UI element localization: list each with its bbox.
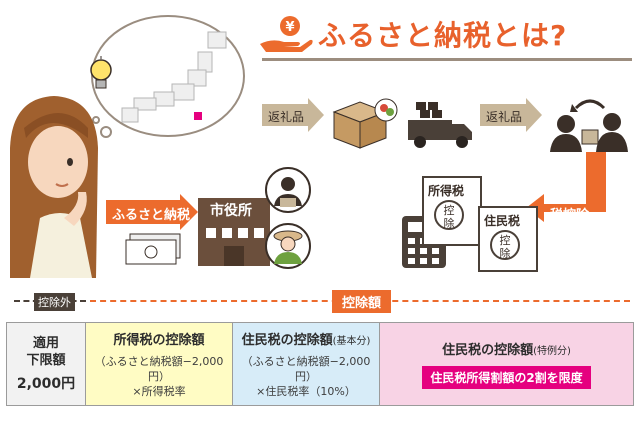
column-juminzei-basic: 住民税の控除額(基本分) （ふるさと納税額−2,000円） ×住民税率（10%） bbox=[232, 322, 380, 406]
japan-map-icon bbox=[112, 30, 232, 130]
juminzei-basic-head: 住民税の控除額 bbox=[241, 333, 333, 348]
henreihin-label-2: 返礼品 bbox=[486, 110, 523, 124]
gift-box-produce-icon bbox=[330, 94, 400, 150]
henreihin-arrow-2 bbox=[480, 98, 542, 132]
delivery-truck-icon bbox=[406, 100, 474, 150]
juminzei-special-note: (特例分) bbox=[533, 346, 571, 357]
column-shotokuzei: 所得税の控除額 （ふるさと納税額−2,000円） ×所得税率 bbox=[85, 322, 233, 406]
farmer-icon bbox=[264, 222, 312, 270]
furusato-label: ふるさと納税 bbox=[112, 208, 191, 223]
city-hall-building-icon bbox=[194, 196, 274, 268]
henreihin-label-1: 返礼品 bbox=[268, 110, 305, 124]
hand-coin-icon: ¥ bbox=[258, 14, 314, 54]
furusato-arrow bbox=[106, 194, 198, 230]
shotokuzei-formula-2: ×所得税率 bbox=[132, 385, 186, 398]
lightbulb-icon bbox=[88, 56, 114, 96]
zeikoujo-arrow bbox=[526, 152, 612, 230]
juminzei-label: 住民税 bbox=[484, 214, 521, 228]
koujo-stamp-2-text: 控除 bbox=[499, 234, 511, 260]
lower-limit-head: 適用 下限額 bbox=[26, 336, 66, 368]
svg-text:¥: ¥ bbox=[285, 20, 294, 35]
thought-bubble bbox=[76, 10, 248, 140]
shotokuzei-label: 所得税 bbox=[428, 184, 465, 198]
column-juminzei-special: 住民税の控除額(特例分) 住民税所得割額の2割を限度 bbox=[379, 322, 634, 406]
shotokuzei-head: 所得税の控除額 bbox=[113, 333, 205, 348]
henreihin-arrow-1 bbox=[262, 98, 324, 132]
koujo-stamp-2: 控除 bbox=[490, 230, 520, 260]
lower-limit-value: 2,000円 bbox=[16, 376, 76, 392]
juminzei-basic-note: (基本分) bbox=[332, 336, 371, 347]
zeikoujo-label: 税控除 bbox=[550, 208, 590, 223]
deduction-table: 適用 下限額 2,000円 所得税の控除額 （ふるさと納税額−2,000円） ×… bbox=[6, 322, 634, 406]
juminzei-special-head: 住民税の控除額 bbox=[442, 343, 534, 358]
koujo-stamp-1-text: 控除 bbox=[443, 204, 455, 230]
deduction-range-tag: 控除額 bbox=[332, 290, 392, 313]
money-bills-icon bbox=[124, 232, 184, 268]
koujo-stamp-1: 控除 bbox=[434, 200, 464, 230]
woman-thinking-illustration bbox=[0, 88, 104, 278]
title-underline bbox=[262, 58, 632, 61]
excluded-range-tag: 控除外 bbox=[34, 293, 75, 311]
recipients-exchange-icon bbox=[548, 94, 632, 152]
juminzei-basic-formula-1: （ふるさと納税額−2,000円） bbox=[241, 355, 371, 383]
shotokuzei-formula-1: （ふるさと納税額−2,000円） bbox=[94, 355, 224, 383]
juminzei-basic-formula-2: ×住民税率（10%） bbox=[256, 385, 356, 398]
city-hall-label: 市役所 bbox=[210, 203, 252, 219]
official-at-computer-icon bbox=[264, 166, 312, 214]
column-lower-limit: 適用 下限額 2,000円 bbox=[6, 322, 86, 406]
juminzei-special-badge: 住民税所得割額の2割を限度 bbox=[422, 366, 591, 389]
page-title: ふるさと納税とは? bbox=[318, 19, 568, 52]
